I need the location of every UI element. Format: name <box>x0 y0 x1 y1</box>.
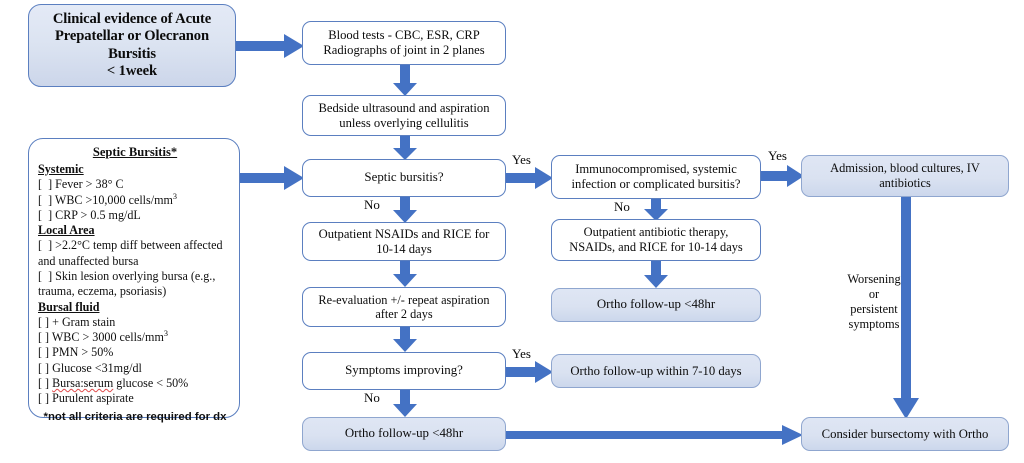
criteria-item-gram-stain: [ ] + Gram stain <box>38 314 116 329</box>
label-septic-no: No <box>364 197 380 212</box>
label-immuno-yes: Yes <box>768 148 787 163</box>
label-worsening-persistent-symptoms: Worsening or persistent symptoms <box>847 272 901 332</box>
arrow-outpatient-abx-to-ortho-48hr <box>643 260 669 289</box>
label-septic-yes: Yes <box>512 152 531 167</box>
node-septic-bursitis-decision-text: Septic bursitis? <box>364 170 444 185</box>
label-immuno-no: No <box>614 199 630 214</box>
criteria-item-fever: [ ] Fever > 38° C <box>38 177 124 192</box>
arrow-admission-to-bursectomy <box>892 196 920 420</box>
node-symptoms-improving-decision: Symptoms improving? <box>302 352 506 390</box>
label-symptoms-yes: Yes <box>512 346 531 361</box>
title-box: Clinical evidence of Acute Prepatellar o… <box>28 4 236 87</box>
node-ortho-followup-7-10-days-text: Ortho follow-up within 7-10 days <box>570 363 742 378</box>
node-outpatient-antibiotics: Outpatient antibiotic therapy, NSAIDs, a… <box>551 219 761 261</box>
arrow-ultrasound-to-septic-decision <box>392 135 418 161</box>
criteria-section-label-local-area: Local Area <box>38 223 95 238</box>
node-ortho-followup-48hr-bottom: Ortho follow-up <48hr <box>302 417 506 451</box>
arrow-blood-tests-to-ultrasound <box>392 64 418 97</box>
arrow-ortho-48hr-to-bursectomy <box>506 425 804 445</box>
septic-bursitis-criteria-box: Septic Bursitis* Systemic [ ] Fever > 38… <box>28 138 240 423</box>
node-bedside-ultrasound: Bedside ultrasound and aspiration unless… <box>302 95 506 136</box>
node-symptoms-improving-decision-text: Symptoms improving? <box>345 363 463 378</box>
criteria-heading: Septic Bursitis* <box>92 145 178 159</box>
node-outpatient-antibiotics-text: Outpatient antibiotic therapy, NSAIDs, a… <box>569 225 743 254</box>
node-consider-bursectomy: Consider bursectomy with Ortho <box>801 417 1009 451</box>
node-outpatient-nsaids: Outpatient NSAIDs and RICE for 10-14 day… <box>302 222 506 261</box>
node-reevaluation: Re-evaluation +/- repeat aspiration afte… <box>302 287 506 327</box>
node-consider-bursectomy-text: Consider bursectomy with Ortho <box>821 426 989 441</box>
arrow-reevaluation-to-symptoms <box>392 326 418 353</box>
node-ortho-followup-48hr-bottom-text: Ortho follow-up <48hr <box>344 426 464 441</box>
arrow-symptoms-yes-to-ortho-7-10 <box>506 360 554 384</box>
arrow-septic-no-to-outpatient-nsaids <box>392 196 418 224</box>
node-bedside-ultrasound-text: Bedside ultrasound and aspiration unless… <box>318 100 490 130</box>
node-immunocompromised-decision-text: Immunocompromised, systemic infection or… <box>571 162 741 191</box>
criteria-item-temp-diff: [ ] >2.2°C temp diff between affected an… <box>38 238 226 268</box>
node-admission: Admission, blood cultures, IV antibiotic… <box>801 155 1009 197</box>
criteria-section-label-systemic: Systemic <box>38 161 84 176</box>
criteria-item-purulent-aspirate: [ ] Purulent aspirate <box>38 391 134 406</box>
node-ortho-followup-48hr-mid-text: Ortho follow-up <48hr <box>596 297 716 312</box>
criteria-section-label-bursal-fluid: Bursal fluid <box>38 299 100 314</box>
criteria-item-wbc-systemic: [ ] WBC >10,000 cells/mm3 <box>38 191 178 207</box>
node-blood-tests-text: Blood tests - CBC, ESR, CRP Radiographs … <box>323 28 485 57</box>
arrow-title-to-blood-tests <box>236 33 306 59</box>
node-reevaluation-text: Re-evaluation +/- repeat aspiration afte… <box>318 292 490 322</box>
node-ortho-followup-7-10-days: Ortho follow-up within 7-10 days <box>551 354 761 388</box>
label-symptoms-no: No <box>364 390 380 405</box>
title-box-text: Clinical evidence of Acute Prepatellar o… <box>52 10 212 80</box>
node-admission-text: Admission, blood cultures, IV antibiotic… <box>830 161 980 190</box>
criteria-item-crp: [ ] CRP > 0.5 mg/dL <box>38 207 141 222</box>
criteria-item-glucose: [ ] Glucose <31mg/dl <box>38 360 142 375</box>
criteria-item-pmn: [ ] PMN > 50% <box>38 345 114 360</box>
criteria-item-wbc-fluid: [ ] WBC > 3000 cells/mm3 <box>38 329 168 345</box>
arrow-immuno-yes-to-admission <box>761 164 805 188</box>
arrow-septic-yes-to-immuno <box>506 166 554 190</box>
criteria-item-bursa-serum-glucose: [ ] Bursa:serum glucose < 50% <box>38 376 189 391</box>
criteria-footnote: *not all criteria are required for dx <box>43 410 227 423</box>
node-outpatient-nsaids-text: Outpatient NSAIDs and RICE for 10-14 day… <box>318 226 490 256</box>
arrow-nsaids-to-reevaluation <box>392 260 418 288</box>
arrow-immuno-no-to-outpatient-abx <box>643 197 669 222</box>
node-septic-bursitis-decision: Septic bursitis? <box>302 159 506 197</box>
node-immunocompromised-decision: Immunocompromised, systemic infection or… <box>551 155 761 199</box>
arrow-criteria-to-septic-decision <box>236 165 306 191</box>
node-ortho-followup-48hr-mid: Ortho follow-up <48hr <box>551 288 761 322</box>
node-blood-tests: Blood tests - CBC, ESR, CRP Radiographs … <box>302 21 506 65</box>
criteria-item-skin-lesion: [ ] Skin lesion overlying bursa (e.g., t… <box>38 269 219 299</box>
arrow-symptoms-no-to-ortho-48hr-bottom <box>392 389 418 418</box>
